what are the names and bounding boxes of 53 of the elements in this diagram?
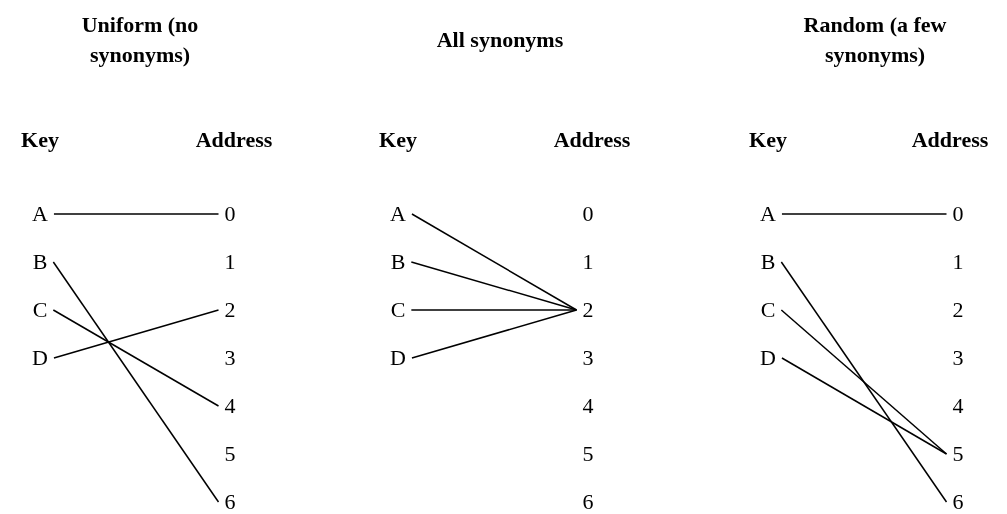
connector-line [781,357,948,455]
column-heading: All synonyms [435,26,565,54]
key-letter: C [760,299,776,321]
connector-line [52,309,220,407]
key-letter: D [32,347,48,369]
key-header: Key [20,126,60,154]
address-number: 2 [582,299,594,321]
address-number: 0 [582,203,594,225]
key-letter: C [32,299,48,321]
address-number: 3 [224,347,236,369]
column-heading: Random (a few synonyms) [802,11,948,69]
key-letter: A [760,203,776,225]
key-letter: A [390,203,406,225]
key-letter: B [32,251,48,273]
connector-line [52,261,220,503]
address-number: 0 [224,203,236,225]
key-letter: D [760,347,776,369]
address-header: Address [910,126,990,154]
key-header: Key [748,126,788,154]
address-number: 2 [224,299,236,321]
address-number: 5 [224,443,236,465]
column-heading: Uniform (no synonyms) [80,11,200,69]
connector-line [53,213,220,215]
address-number: 6 [952,491,964,513]
address-number: 6 [224,491,236,513]
address-number: 4 [582,395,594,417]
key-letter: B [760,251,776,273]
connector-line [410,309,578,311]
connector-line [53,309,220,359]
connector-line [780,261,948,503]
address-number: 2 [952,299,964,321]
address-number: 3 [582,347,594,369]
key-letter: C [390,299,406,321]
key-letter: A [32,203,48,225]
connector-line [411,309,578,359]
address-number: 0 [952,203,964,225]
address-number: 4 [224,395,236,417]
address-header: Address [552,126,632,154]
key-letter: D [390,347,406,369]
key-letter: B [390,251,406,273]
key-header: Key [378,126,418,154]
address-number: 5 [582,443,594,465]
connector-line [411,213,578,311]
address-number: 1 [582,251,594,273]
connector-line [780,309,948,455]
address-header: Address [194,126,274,154]
address-number: 4 [952,395,964,417]
connector-line [781,213,948,215]
address-number: 1 [224,251,236,273]
address-number: 5 [952,443,964,465]
address-number: 1 [952,251,964,273]
address-number: 3 [952,347,964,369]
address-number: 6 [582,491,594,513]
